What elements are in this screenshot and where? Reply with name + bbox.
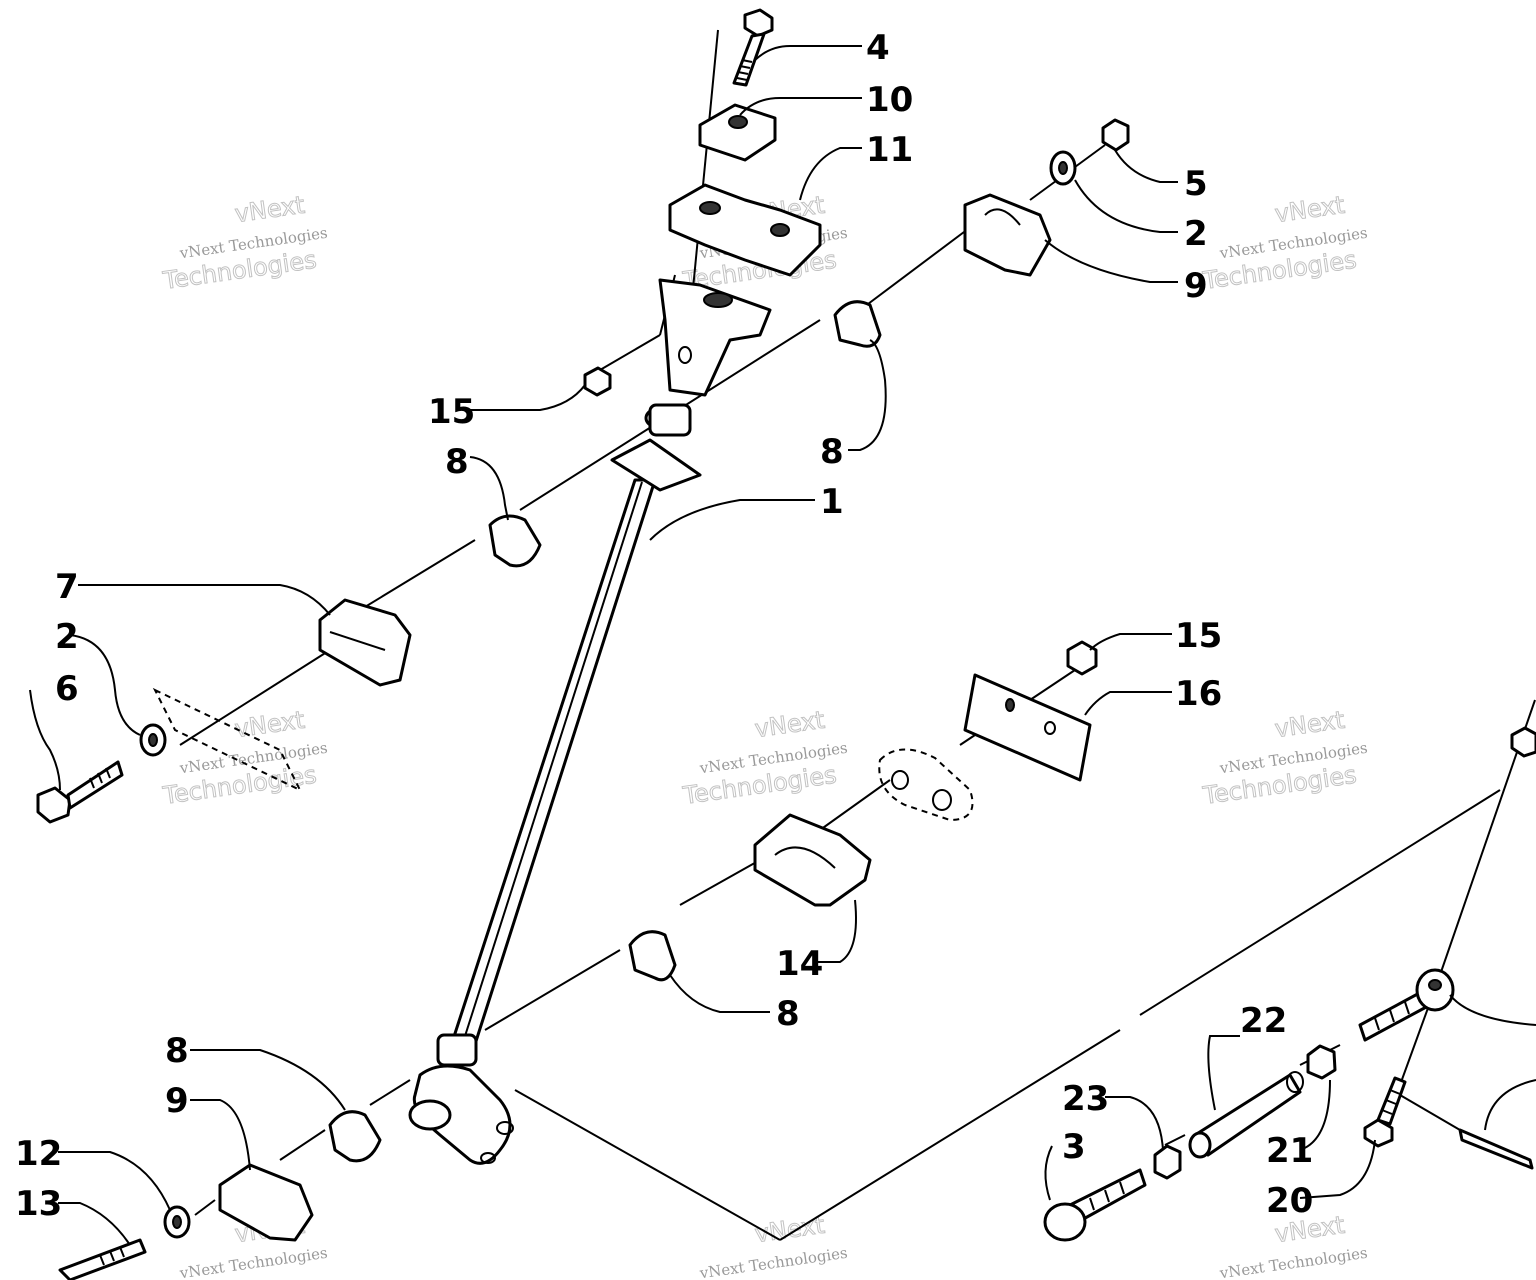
bolt-6 [36,760,124,824]
callout-labels: 4 10 11 5 2 9 1 15 8 8 7 2 6 15 16 14 8 … [15,28,1313,1224]
callout-16: 16 [1175,674,1222,714]
nut-23 [1153,1144,1182,1180]
callout-15-upper: 15 [428,392,475,432]
callout-14: 14 [776,944,823,984]
callout-9-lower: 9 [165,1081,189,1121]
svg-text:vNext: vNext [753,1211,826,1248]
bolt-13 [58,1238,147,1280]
nut-15-upper [583,366,612,397]
callout-6: 6 [55,669,79,709]
callout-11: 11 [866,130,913,170]
svg-text:vNext: vNext [753,706,826,743]
callout-21: 21 [1266,1131,1313,1171]
clamp-block-11 [668,183,822,277]
nut-upper-right [1510,726,1536,758]
nut-15-lower [1066,640,1098,676]
callout-2-left: 2 [55,617,79,657]
plate-16 [963,673,1092,782]
cotter-pin [1458,1128,1534,1170]
mounting-plate-dashed [152,687,303,793]
washer-2-left [139,723,167,757]
svg-text:vNext: vNext [1273,191,1346,228]
callout-8-upper-left: 8 [445,442,469,482]
callout-5: 5 [1184,164,1208,204]
nut-5 [1101,118,1130,152]
bushing-half-8-d [328,1110,382,1163]
svg-text:vNext Technologies: vNext Technologies [698,1244,849,1280]
callout-15-lower: 15 [1175,616,1222,656]
callout-9-upper: 9 [1184,266,1208,306]
svg-text:vNext: vNext [233,706,306,743]
callout-8-lower: 8 [165,1031,189,1071]
steering-post [408,278,772,1165]
callout-20: 20 [1266,1181,1313,1221]
leader-lines [29,45,1536,1246]
svg-text:vNext Technologies: vNext Technologies [178,1244,329,1280]
tie-rod-end-3 [1043,1168,1147,1242]
watermark: vNext vNext Technologies Technologies [680,705,849,810]
svg-text:vNext: vNext [233,191,306,228]
callout-13: 13 [15,1184,62,1224]
bolt-20 [1363,1076,1407,1148]
callout-7: 7 [55,567,79,607]
bushing-half-8-b [488,514,542,568]
bushing-half-8-c [628,930,677,982]
bushing-block-14 [753,813,872,907]
svg-text:vNext: vNext [1273,706,1346,743]
callout-3: 3 [1062,1127,1086,1167]
callout-22: 22 [1240,1001,1287,1041]
callout-8-upper-right: 8 [820,432,844,472]
callout-10: 10 [866,80,913,120]
watermarks: vNext vNext Technologies Technologies vN… [160,190,1369,1280]
bracket-dashed [878,748,974,822]
callout-8-middle: 8 [776,994,800,1034]
watermark: vNext vNext Technologies Technologies [160,190,329,295]
bolt-4 [732,8,774,87]
svg-text:vNext Technologies: vNext Technologies [1218,1244,1369,1280]
callout-12: 12 [15,1134,62,1174]
block-7 [318,598,412,687]
clamp-10 [698,103,777,162]
bushing-half-8-a [833,300,882,348]
nut-21 [1306,1044,1337,1080]
washer-12 [163,1205,191,1239]
watermark: vNext vNext Technologies Technologies [160,705,329,810]
tie-rod-end-upper [1358,968,1455,1042]
watermark: vNext vNext Technologies Technologies [1200,190,1369,295]
callout-2-upper: 2 [1184,214,1208,254]
watermark: vNext vNext Technologies Technologies [1200,705,1369,810]
tube-22 [1188,1071,1304,1159]
callout-4: 4 [866,28,890,68]
callout-1: 1 [820,482,844,522]
callout-23: 23 [1062,1079,1109,1119]
bushing-block-9-lower [218,1163,314,1242]
watermark: vNext vNext Technologies [698,1210,849,1280]
bushing-block-9-upper [963,193,1052,277]
washer-2-upper [1049,150,1077,186]
